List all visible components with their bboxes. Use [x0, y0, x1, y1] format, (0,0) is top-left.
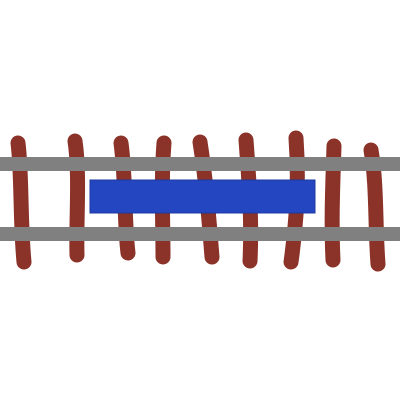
rails: [0, 157, 400, 241]
railroad-tie: [67, 133, 86, 263]
top-rail: [0, 157, 400, 171]
train-car[interactable]: [89, 179, 316, 214]
bottom-rail: [0, 227, 400, 241]
railroad-tie: [10, 135, 32, 270]
